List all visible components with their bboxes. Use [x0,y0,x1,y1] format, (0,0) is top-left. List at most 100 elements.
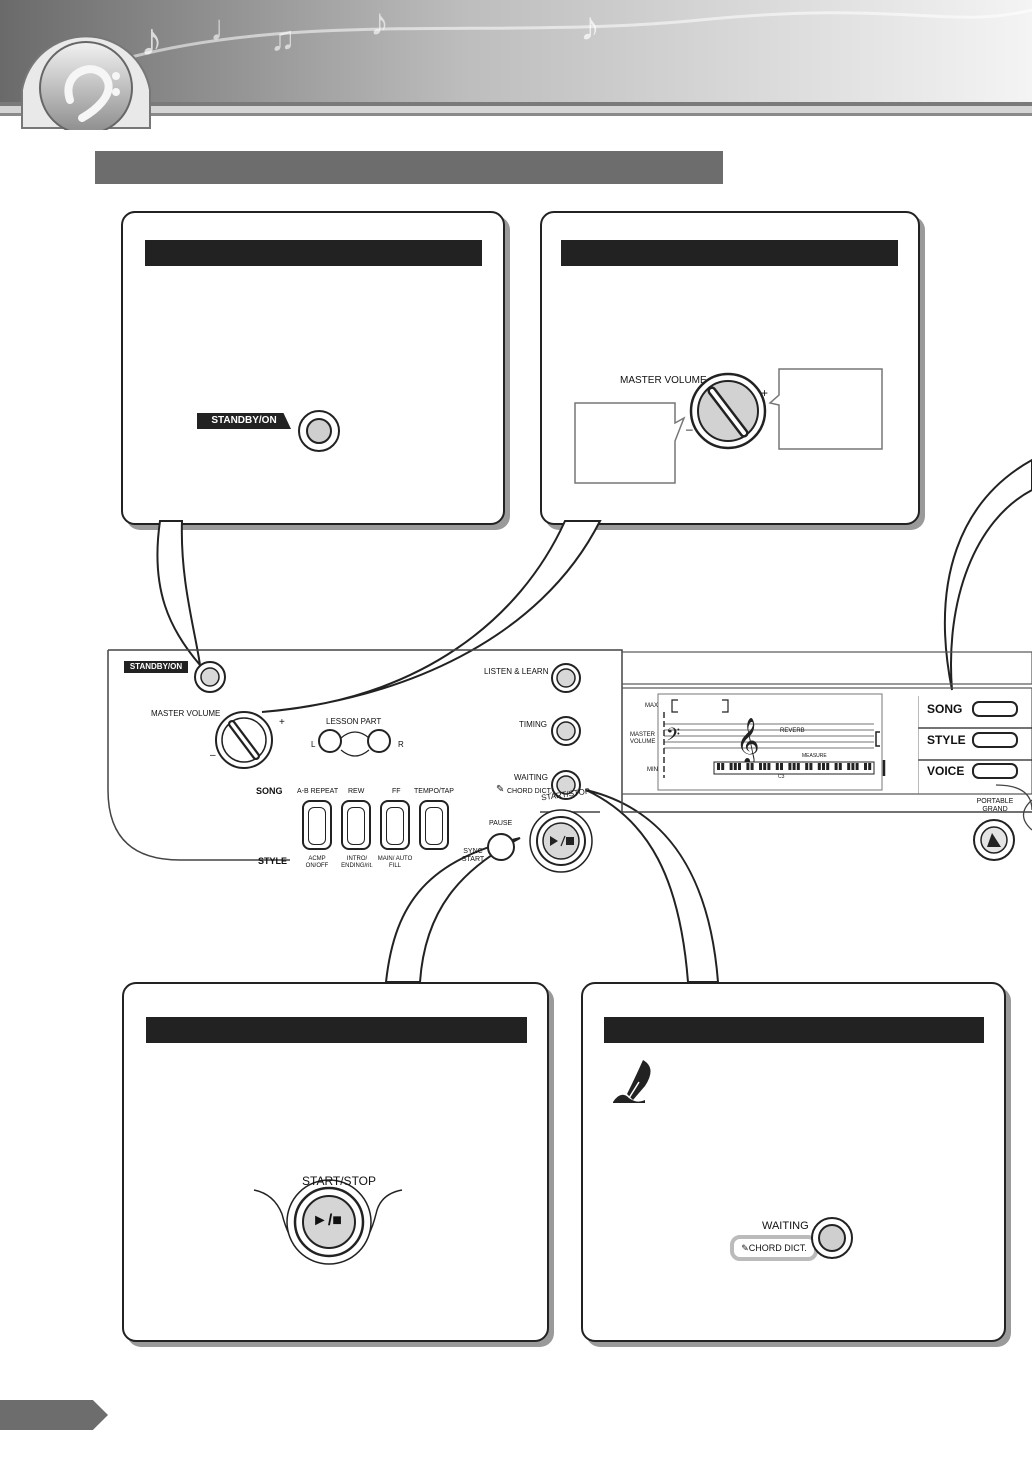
panel-standby-heading-bar [145,240,482,266]
kb-start-stop-button[interactable] [528,808,594,874]
waiting-button[interactable] [810,1216,854,1260]
kb-volume-label: MASTER VOLUME [151,709,221,718]
panel-volume: MASTER VOLUME + – [540,211,920,525]
kb-volume-dial[interactable] [214,708,274,772]
volume-plus: + [761,386,769,400]
display-black-key [780,763,783,770]
display-black-key [868,763,872,770]
display-black-key [717,763,720,770]
display-black-key [847,763,851,770]
panel-startstop-heading-bar [146,1017,527,1043]
volume-dial-illustration[interactable] [572,363,892,493]
waiting-label: WAITING [762,1220,809,1232]
kb-ab-repeat-label: A-B REPEAT [297,788,339,795]
display-black-key [759,763,762,770]
kb-display-min: MIN [647,767,658,773]
kb-lesson-r-label: R [398,740,404,749]
startstop-button[interactable]: ►/■ [312,1212,342,1229]
display-black-key [729,763,733,770]
kb-lesson-r-button[interactable] [367,729,391,753]
display-black-key [817,763,821,770]
display-black-key [788,763,792,770]
display-black-key [767,763,771,770]
kb-lesson-part-buttons [305,724,415,764]
kb-timing-button[interactable] [550,715,582,747]
kb-waiting-label: WAITING [514,773,548,782]
volume-label: MASTER VOLUME [620,375,707,386]
kb-display-c3: C3 [778,774,785,780]
kb-rew-button[interactable] [341,800,371,850]
standby-label: STANDBY/ON [211,415,277,426]
kb-lesson-l-label: L [311,740,316,749]
kb-display-max: MAX [645,703,659,709]
kb-standby-label: STANDBY/ON [129,662,183,671]
kb-mode-buttons-frame [917,696,1032,794]
kb-acmp-label: ACMP ON/OFF [305,856,329,869]
kb-listen-learn-button[interactable] [550,662,582,694]
kb-lesson-l-button[interactable] [318,729,342,753]
chord-dict-label: CHORD DICT. [748,1243,807,1253]
display-black-key [822,763,825,770]
keyboard-panel: 𝄢 𝄞 STANDBY/ON MASTER VOLUME + – LESSON … [0,640,1032,900]
display-black-key [733,763,737,770]
startstop-illustration [244,1162,414,1302]
kb-style-row-label: STYLE [258,856,288,866]
kb-volume-plus: + [279,717,285,728]
volume-minus: – [686,422,693,436]
kb-display-reverb: REVERB [780,728,805,734]
kb-intro-ending-label: INTRO/ ENDING/rit. [341,856,373,869]
panel-waiting: WAITING ✎CHORD DICT. [581,982,1006,1342]
display-black-key [805,763,809,770]
kb-mode-voice-button[interactable] [972,763,1018,779]
display-black-key [792,763,796,770]
display-black-key [826,763,830,770]
kb-timing-label: TIMING [519,720,547,729]
kb-mode-song-button[interactable] [972,701,1018,717]
svg-text:♪: ♪ [140,13,163,65]
kb-ff-label: FF [392,788,401,795]
kb-mode-style-button[interactable] [972,732,1018,748]
svg-text:♪: ♪ [580,5,600,49]
kb-mode-song-label: SONG [927,702,963,716]
display-black-key [738,763,741,770]
kb-ff-button[interactable] [380,800,410,850]
kb-sync-start-label: SYNC START [461,848,485,863]
kb-display-measure: MEASURE [802,753,827,759]
kb-listen-learn-label: LISTEN & LEARN [484,667,549,676]
kb-tempo-tap-label: TEMPO/TAP [414,788,454,795]
display-black-key [750,763,754,770]
panel-waiting-heading-bar [604,1017,984,1043]
kb-ab-repeat-button[interactable] [302,800,332,850]
page-number-tab [0,1400,108,1430]
display-black-key [834,763,838,770]
display-black-key [838,763,842,770]
kb-tempo-tap-button[interactable] [419,800,449,850]
standby-power-button[interactable] [297,409,341,453]
svg-text:♫: ♫ [270,20,296,58]
display-black-key [864,763,867,770]
startstop-label: START/STOP [302,1174,377,1188]
kb-waiting-button[interactable] [550,769,582,801]
display-black-key [721,763,725,770]
kb-mode-voice-label: VOICE [927,764,965,778]
kb-song-row-label: SONG [256,786,283,796]
kb-pen-icon: ✎ [496,784,505,795]
kb-standby-button[interactable] [193,660,227,694]
chord-dict-pen-icon [609,1056,659,1106]
chord-dict-tag: ✎CHORD DICT. [730,1235,818,1261]
kb-volume-minus: – [210,750,216,761]
svg-text:♪: ♪ [370,2,389,44]
kb-pause-button[interactable] [486,832,516,862]
display-black-key [746,763,750,770]
kb-mode-style-label: STYLE [927,733,966,747]
panel-volume-heading-bar [561,240,898,266]
kb-portable-grand-button[interactable] [974,820,1014,860]
kb-standby-tag: STANDBY/ON [124,661,188,673]
display-black-key [809,763,813,770]
kb-chord-dict-label: CHORD DICT. [507,788,553,795]
standby-label-tag: STANDBY/ON [197,413,291,429]
page-header: ♪ ♩ ♫ ♪ ♪ [0,0,1032,135]
svg-text:𝄢: 𝄢 [666,724,680,749]
kb-pause-label: PAUSE [489,820,513,827]
kb-lesson-part-label: LESSON PART [326,717,382,726]
